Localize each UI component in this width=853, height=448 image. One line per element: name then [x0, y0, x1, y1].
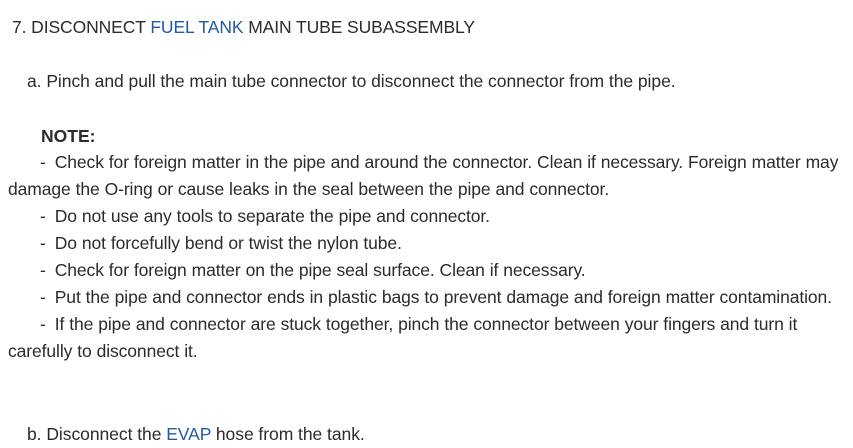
note-item: -Do not use any tools to separate the pi…: [0, 203, 853, 230]
note-item-text: Check for foreign matter in the pipe and…: [8, 152, 839, 199]
step-a: a. Pinch and pull the main tube connecto…: [27, 69, 676, 93]
fuel-tank-link[interactable]: FUEL TANK: [150, 17, 244, 37]
note-list: -Check for foreign matter in the pipe an…: [0, 149, 853, 365]
step-b-marker: b.: [27, 424, 42, 444]
note-item: -Check for foreign matter on the pipe se…: [0, 257, 853, 284]
heading-number: 7.: [12, 17, 27, 37]
note-item: -Check for foreign matter in the pipe an…: [0, 149, 853, 203]
note-bullet: -: [40, 287, 46, 307]
note-item-text: Do not forcefully bend or twist the nylo…: [54, 233, 402, 253]
note-item: -If the pipe and connector are stuck tog…: [0, 311, 853, 365]
step-a-marker: a.: [27, 71, 42, 91]
note-bullet: -: [40, 152, 46, 172]
heading-text-before: DISCONNECT: [31, 17, 146, 37]
note-bullet: -: [40, 314, 46, 334]
note-item-text: If the pipe and connector are stuck toge…: [8, 314, 798, 361]
note-item: -Put the pipe and connector ends in plas…: [0, 284, 853, 311]
step-b-text-after: hose from the tank.: [215, 424, 365, 444]
note-item-text: Check for foreign matter on the pipe sea…: [54, 260, 586, 280]
note-bullet: -: [40, 260, 46, 280]
note-item-text: Do not use any tools to separate the pip…: [54, 206, 490, 226]
heading-text-after: MAIN TUBE SUBASSEMBLY: [248, 17, 475, 37]
step-b-text-before: Disconnect the: [46, 424, 162, 444]
note-item-text: Put the pipe and connector ends in plast…: [54, 287, 832, 307]
note-item: -Do not forcefully bend or twist the nyl…: [0, 230, 853, 257]
evap-link[interactable]: EVAP: [166, 424, 212, 444]
section-heading: 7. DISCONNECT FUEL TANK MAIN TUBE SUBASS…: [12, 15, 475, 39]
step-b: b. Disconnect the EVAP hose from the tan…: [27, 422, 365, 446]
note-bullet: -: [40, 233, 46, 253]
note-label: NOTE:: [41, 126, 96, 146]
step-a-text: Pinch and pull the main tube connector t…: [46, 71, 676, 91]
note-bullet: -: [40, 206, 46, 226]
